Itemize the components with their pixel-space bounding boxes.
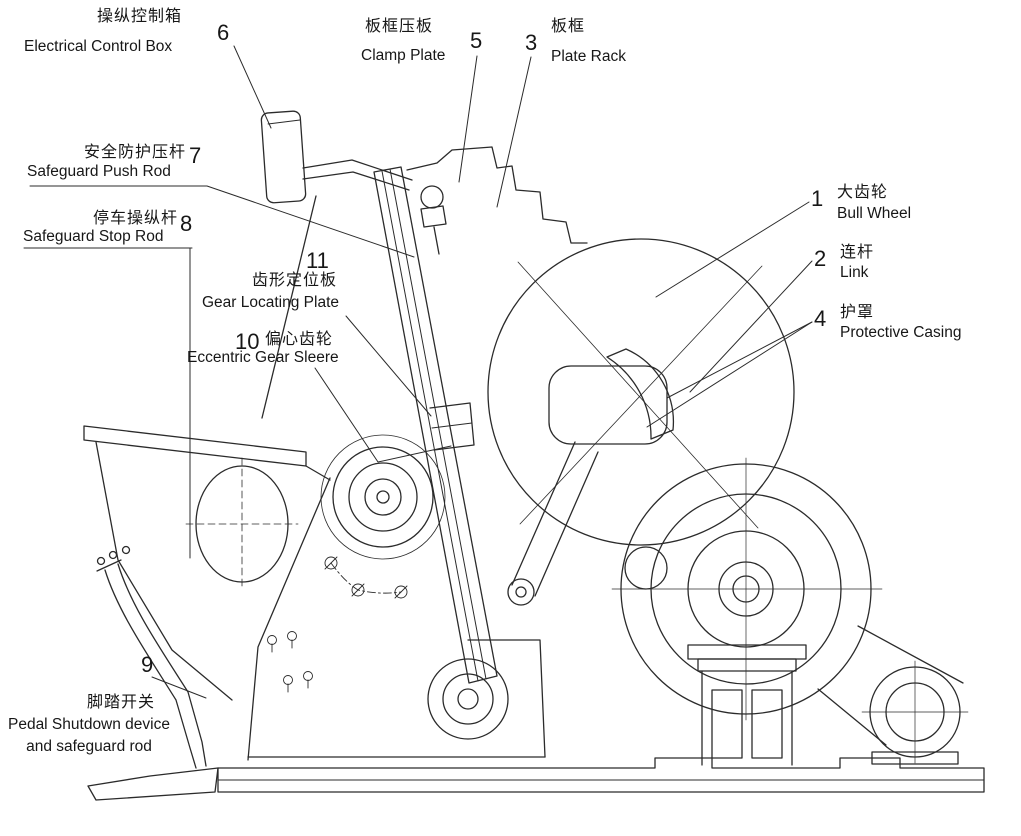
part8-label-zh: 停车操纵杆: [93, 210, 179, 227]
part2-number: 2: [814, 246, 827, 271]
part6-number: 6: [217, 20, 230, 45]
part1-label-en: Bull Wheel: [837, 205, 912, 222]
part3-number: 3: [525, 30, 538, 55]
part11-label-zh: 齿形定位板: [252, 272, 338, 289]
part4-label-en: Protective Casing: [840, 324, 962, 341]
part1-number: 1: [811, 186, 824, 211]
part8-number: 8: [180, 211, 193, 236]
bull-wheel: [487, 238, 795, 546]
part3-label-en: Plate Rack: [551, 48, 626, 65]
part9-label-en: Pedal Shutdown device and safeguard rod: [7, 716, 170, 756]
control-box: [260, 110, 307, 204]
pedal-and-rod: [87, 545, 219, 801]
part2-label-zh: 连杆: [840, 244, 875, 261]
phantom-marks: [324, 556, 408, 599]
eccentric-gear: [320, 434, 446, 560]
body-left-edge: [261, 195, 317, 419]
flywheel-stand: [687, 644, 807, 766]
part3-label-zh: 板框: [551, 18, 586, 35]
link-rod: [507, 441, 599, 606]
part10-label-en: Eccentric Gear Sleere: [187, 349, 339, 366]
part5-number: 5: [470, 28, 483, 53]
part4-label-zh: 护罩: [840, 304, 875, 321]
gear-locating-plate: [429, 402, 475, 451]
part7-label-en: Safeguard Push Rod: [27, 163, 171, 180]
part7-number: 7: [189, 143, 202, 168]
machine-base: [217, 757, 985, 793]
part10-number: 10: [235, 329, 260, 354]
clamp-plate-platen: [373, 166, 498, 684]
part11-label-en: Gear Locating Plate: [202, 294, 340, 311]
clamp-head: [420, 185, 447, 255]
part4-number: 4: [814, 306, 827, 331]
bottom-roller: [427, 658, 509, 740]
part5-label-zh: 板框压板: [365, 18, 434, 35]
part6-label-en: Electrical Control Box: [24, 38, 173, 55]
bolt-details: [267, 631, 313, 693]
part2-label-en: Link: [840, 264, 869, 281]
part9-label-zh: 脚踏开关: [87, 694, 156, 711]
part11-number: 11: [306, 248, 329, 273]
part6-label-zh: 操纵控制箱: [97, 8, 183, 25]
left-bracket: [83, 425, 331, 701]
part8-label-en: Safeguard Stop Rod: [23, 228, 164, 245]
part7-label-zh: 安全防护压杆: [84, 144, 187, 161]
part1-label-zh: 大齿轮: [837, 184, 889, 201]
part5-label-en: Clamp Plate: [361, 47, 446, 64]
motor-pulley: [817, 625, 969, 765]
flywheel: [611, 457, 883, 721]
support-arm: [302, 159, 413, 181]
body-top-profile: [406, 146, 588, 244]
part10-label-zh: 偏心齿轮: [265, 331, 334, 348]
part9-number: 9: [141, 652, 154, 677]
